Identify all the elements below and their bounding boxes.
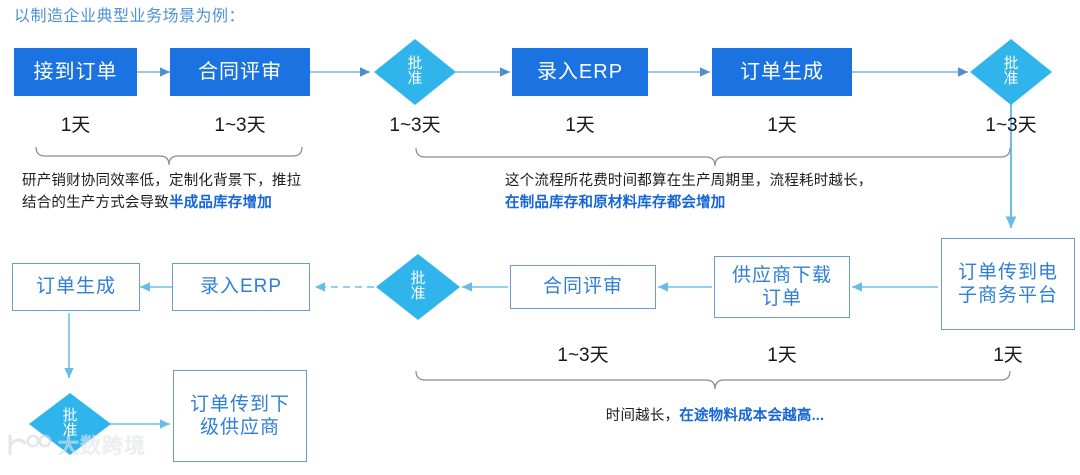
watermark-logo-icon — [8, 434, 52, 456]
note-wip-raw-inventory: 这个流程所花费时间都算在生产周期里，流程耗时越长， 在制品库存和原材料库存都会增… — [505, 170, 1025, 215]
node-label: 合同评审 — [542, 276, 623, 298]
node-approve-3[interactable]: 批准 — [375, 253, 461, 321]
node-label: 订单传到下级供应商 — [189, 393, 290, 438]
note-line-1: 研产销财协同效率低，定制化背景下，推拉 — [22, 173, 302, 189]
day-label-approve-2: 1~3天 — [985, 115, 1037, 136]
node-enter-erp-2[interactable]: 录入ERP — [172, 263, 310, 311]
node-contract-review-1[interactable]: 合同评审 — [170, 48, 310, 96]
node-receive-order[interactable]: 接到订单 — [14, 48, 137, 96]
node-label: 供应商下载订单 — [731, 264, 832, 309]
diamond-shape — [374, 39, 456, 105]
node-approve-1[interactable]: 批准 — [373, 38, 457, 106]
node-approve-2[interactable]: 批准 — [969, 38, 1053, 106]
day-label-order-generated-1: 1天 — [767, 115, 797, 136]
node-label: 录入ERP — [536, 61, 624, 83]
page-title: 以制造企业典型业务场景为例： — [14, 8, 246, 25]
note-semi-finished-inventory: 研产销财协同效率低，定制化背景下，推拉 结合的生产方式会导致半成品库存增加 — [22, 170, 402, 215]
node-label: 批准 — [62, 407, 78, 439]
brace-2 — [415, 147, 1011, 167]
note-highlight: 在途物料成本会越高 — [679, 408, 812, 424]
node-label: 批准 — [407, 55, 423, 87]
node-order-to-sub-supplier[interactable]: 订单传到下级供应商 — [173, 370, 307, 462]
diamond-shape — [970, 39, 1052, 105]
node-contract-review-2[interactable]: 合同评审 — [510, 265, 656, 309]
brace-1 — [35, 146, 303, 166]
note-plain: 时间越长， — [605, 408, 680, 424]
node-order-to-ecommerce-platform[interactable]: 订单传到电子商务平台 — [941, 238, 1075, 330]
node-supplier-download-order[interactable]: 供应商下载订单 — [714, 256, 850, 318]
day-label-receive-order: 1天 — [60, 115, 91, 136]
day-label-order-to-ecommerce-platform: 1天 — [993, 345, 1023, 366]
row2-to-row3-connector — [64, 313, 170, 429]
node-enter-erp-1[interactable]: 录入ERP — [512, 48, 648, 96]
diamond-shape — [376, 254, 460, 320]
node-order-generated-2[interactable]: 订单生成 — [12, 263, 140, 311]
note-line-2: 结合的生产方式会导致半成品库存增加 — [22, 192, 402, 214]
day-label-contract-review-2: 1~3天 — [557, 345, 609, 366]
node-label: 订单生成 — [35, 276, 116, 298]
day-label-enter-erp-1: 1天 — [565, 115, 595, 136]
note-highlight: 半成品库存增加 — [169, 195, 272, 212]
brace-3 — [415, 370, 1011, 390]
node-label: 订单生成 — [740, 61, 824, 83]
day-label-approve-1: 1~3天 — [389, 115, 441, 136]
note-highlight: 在制品库存和原材料库存都会增加 — [505, 195, 726, 212]
note-line-1: 这个流程所花费时间都算在生产周期里，流程耗时越长， — [505, 173, 873, 189]
note-tail: ... — [811, 408, 825, 424]
node-label: 合同评审 — [198, 61, 282, 83]
day-label-supplier-download-order: 1天 — [767, 345, 797, 366]
note-plain: 结合的生产方式会导致 — [22, 195, 169, 212]
node-label: 接到订单 — [33, 61, 118, 83]
node-label: 批准 — [410, 270, 426, 302]
day-label-contract-review-1: 1~3天 — [214, 115, 266, 136]
watermark-text: 大数跨境 — [58, 435, 146, 458]
watermark: 大数跨境 — [6, 430, 146, 460]
node-label: 订单传到电子商务平台 — [957, 261, 1058, 306]
node-label: 批准 — [1003, 55, 1019, 87]
node-label: 录入ERP — [199, 276, 283, 298]
node-order-generated-1[interactable]: 订单生成 — [712, 48, 852, 96]
note-in-transit-material-cost: 时间越长，在途物料成本会越高... — [415, 405, 1015, 427]
